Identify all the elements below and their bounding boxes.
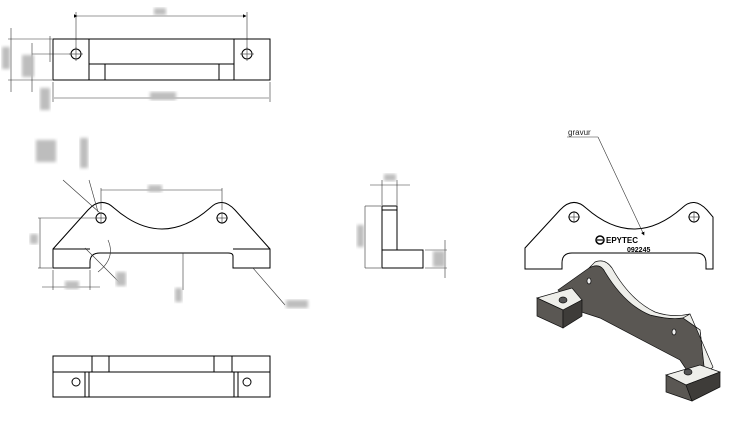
bottom-view <box>52 355 271 398</box>
hole-icon <box>216 212 228 224</box>
hole-icon <box>95 212 107 224</box>
hole-icon <box>558 296 568 304</box>
front-view <box>30 138 308 308</box>
engraving-view: gravur EPYTEC 092245 <box>524 128 714 270</box>
hole-icon <box>688 211 700 223</box>
annotation-label: gravur <box>568 128 591 137</box>
engraving-number: 092245 <box>627 247 650 254</box>
top-view <box>2 8 271 110</box>
engraving-brand: EPYTEC <box>606 236 638 245</box>
dimension-lines <box>30 138 308 308</box>
hole-icon <box>671 328 677 336</box>
hole-icon <box>71 377 81 387</box>
dimension-lines <box>357 174 447 278</box>
hole-icon <box>69 47 83 61</box>
side-view <box>357 174 447 278</box>
dimension-lines <box>2 8 271 110</box>
hole-icon <box>242 377 252 387</box>
brand-logo-icon <box>595 235 605 245</box>
hole-icon <box>240 47 254 61</box>
isometric-view <box>535 260 722 402</box>
hole-icon <box>586 277 592 285</box>
hole-icon <box>683 368 693 376</box>
hole-icon <box>568 211 580 223</box>
